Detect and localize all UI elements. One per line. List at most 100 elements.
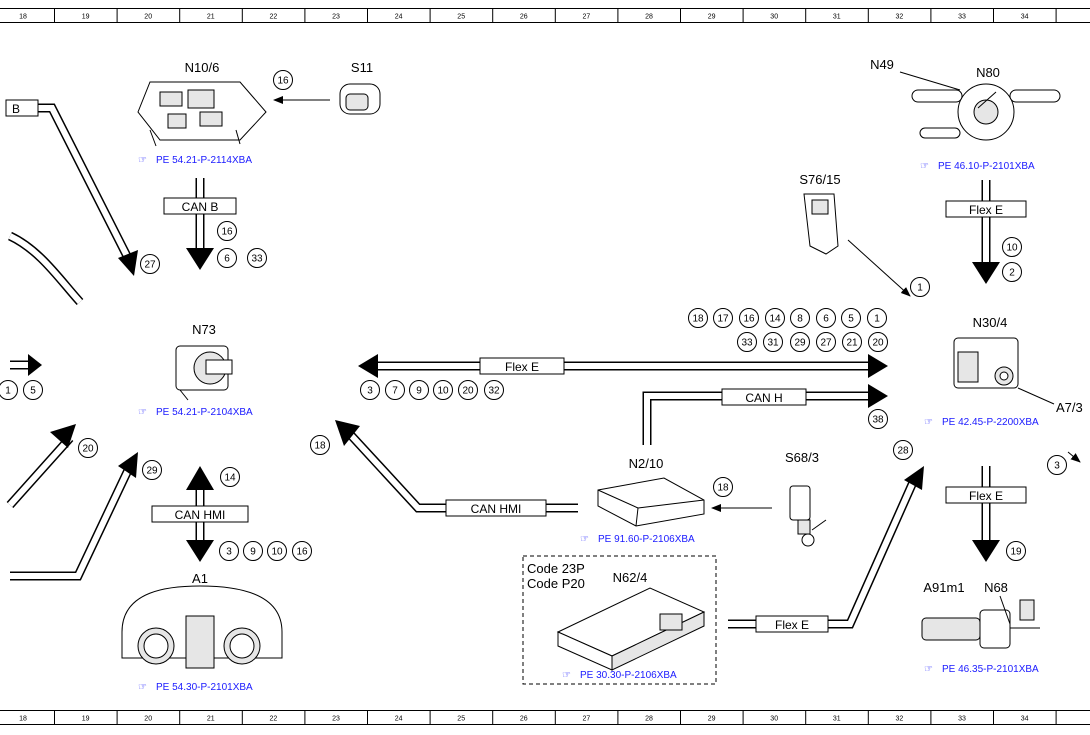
signal-circle-number: 2 (1009, 268, 1015, 279)
signal-circle-number: 7 (392, 386, 398, 397)
ruler-label: 20 (144, 14, 152, 21)
ruler-label: 18 (19, 14, 27, 21)
ruler-label: 26 (520, 716, 528, 723)
ref-icon: ☞ (920, 161, 929, 172)
ref-text[interactable]: PE 91.60-P-2106XBA (598, 534, 695, 545)
signal-circle: 21 (842, 332, 862, 352)
ref-text[interactable]: PE 42.45-P-2200XBA (942, 417, 1039, 428)
code-box (522, 555, 717, 685)
ref-icon: ☞ (138, 407, 147, 418)
signal-circle: 20 (78, 438, 98, 458)
bus-can-hmi-left: CAN HMI (175, 508, 226, 522)
signal-circle-number: 18 (717, 483, 729, 494)
label-a91m1: A91m1 (923, 580, 964, 595)
signal-circle-number: 16 (743, 314, 755, 325)
ruler-label: 24 (395, 716, 403, 723)
signal-circle: 33 (247, 248, 267, 268)
ruler-label: 33 (958, 716, 966, 723)
signal-circle-number: 6 (823, 314, 829, 325)
ruler-label: 20 (144, 716, 152, 723)
ref-n2-10[interactable]: ☞ PE 91.60-P-2106XBA (580, 534, 695, 545)
signal-circle-number: 10 (437, 386, 449, 397)
signal-circle: 5 (841, 308, 861, 328)
n62-4-module-drawing (556, 587, 706, 671)
signal-circle-number: 8 (797, 314, 803, 325)
signal-circle: 27 (140, 254, 160, 274)
signal-circle-number: 1 (874, 314, 880, 325)
signal-circle: 28 (893, 440, 913, 460)
ref-a91m1[interactable]: ☞ PE 46.35-P-2101XBA (924, 664, 1039, 675)
signal-circle: 5 (23, 380, 43, 400)
ref-text[interactable]: PE 46.35-P-2101XBA (942, 664, 1039, 675)
ref-n80[interactable]: ☞ PE 46.10-P-2101XBA (920, 161, 1035, 172)
signal-circle: 6 (217, 248, 237, 268)
ref-text[interactable]: PE 54.21-P-2114XBA (156, 155, 252, 166)
n30-4-unit-drawing (953, 337, 1019, 389)
signal-circle-number: 33 (251, 254, 263, 265)
bus-flex-e-right: Flex E (969, 489, 1003, 503)
ref-a1[interactable]: ☞ PE 54.30-P-2101XBA (138, 682, 253, 693)
signal-circle: 32 (484, 380, 504, 400)
signal-circle-number: 3 (367, 386, 373, 397)
ref-text[interactable]: PE 46.10-P-2101XBA (938, 161, 1035, 172)
signal-circle: 18 (713, 477, 733, 497)
signal-circle-number: 1 (917, 283, 923, 294)
signal-circle: 14 (220, 467, 240, 487)
ruler-label: 28 (645, 716, 653, 723)
signal-circle: 8 (790, 308, 810, 328)
signal-circle-number: 20 (872, 338, 884, 349)
ref-icon: ☞ (924, 664, 933, 675)
signal-circle: 10 (267, 541, 287, 561)
signal-circle: 18 (688, 308, 708, 328)
signal-circle-number: 27 (144, 260, 156, 271)
ruler-label: 19 (82, 14, 90, 21)
signal-circle-number: 16 (277, 76, 289, 87)
label-n80: N80 (976, 65, 1000, 80)
ref-n30-4[interactable]: ☞ PE 42.45-P-2200XBA (924, 417, 1039, 428)
signal-circle: 3 (219, 541, 239, 561)
doc-references: ☞ PE 54.21-P-2114XBA ☞ PE 46.10-P-2101XB… (138, 155, 1039, 693)
signal-circle: 38 (868, 409, 888, 429)
ruler-label: 31 (833, 14, 841, 21)
label-n2-10: N2/10 (629, 456, 664, 471)
signal-circle-number: 33 (741, 338, 753, 349)
ref-n62-4[interactable]: ☞ PE 30.30-P-2106XBA (562, 670, 677, 681)
signal-circle: 1 (910, 277, 930, 297)
label-a1: A1 (192, 571, 208, 586)
s68-3-buckle-drawing (789, 485, 827, 547)
signal-circle-number: 5 (848, 314, 854, 325)
ruler-label: 29 (708, 14, 716, 21)
ruler-label: 22 (270, 14, 278, 21)
signal-circle-number: 21 (846, 338, 858, 349)
ruler-label: 30 (770, 14, 778, 21)
signal-circle: 1 (0, 380, 18, 400)
ref-n10-6[interactable]: ☞ PE 54.21-P-2114XBA (138, 155, 252, 166)
s11-sensor-drawing (339, 83, 381, 115)
signal-circle: 9 (409, 380, 429, 400)
signal-circle-number: 17 (717, 314, 729, 325)
ruler-label: 34 (1021, 716, 1029, 723)
signal-circle: 31 (763, 332, 783, 352)
label-a7-3: A7/3 (1056, 400, 1083, 415)
signal-circle-number: 3 (226, 547, 232, 558)
signal-circle-number: 3 (1054, 461, 1060, 472)
ref-text[interactable]: PE 54.21-P-2104XBA (156, 407, 253, 418)
n73-ignition-lock-drawing (175, 345, 233, 401)
ruler-label: 28 (645, 14, 653, 21)
signal-circle-number: 14 (224, 473, 236, 484)
signal-circle: 2 (1002, 262, 1022, 282)
ruler-label: 34 (1021, 14, 1029, 21)
ref-text[interactable]: PE 54.30-P-2101XBA (156, 682, 253, 693)
signal-circle: 9 (243, 541, 263, 561)
signal-circle-number: 16 (296, 547, 308, 558)
ref-n73[interactable]: ☞ PE 54.21-P-2104XBA (138, 407, 253, 418)
label-s11: S11 (351, 60, 373, 75)
ref-text[interactable]: PE 30.30-P-2106XBA (580, 670, 677, 681)
signal-circle: 3 (360, 380, 380, 400)
label-n30-4: N30/4 (973, 315, 1008, 330)
signal-circle: 16 (739, 308, 759, 328)
signal-circle-number: 10 (1006, 243, 1018, 254)
component-labels: N10/6 S11 N49 N80 S76/15 N73 N30/4 A7/3 … (185, 57, 1083, 595)
